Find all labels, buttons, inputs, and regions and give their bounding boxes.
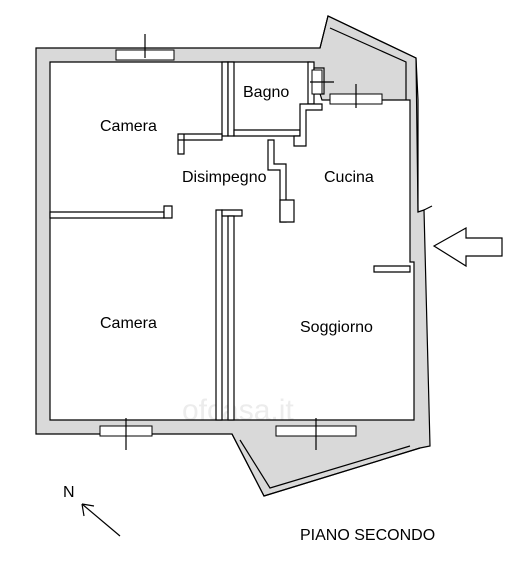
door-stub-bedroom-top-right bbox=[177, 133, 223, 155]
wall-bathroom-left bbox=[227, 61, 235, 137]
kitchen-niche-inner bbox=[329, 27, 407, 100]
door-stub-bedroom-top bbox=[163, 205, 173, 219]
north-arrow-icon bbox=[81, 503, 121, 537]
wall-living-stub bbox=[373, 265, 411, 273]
kitchen-window-jamb bbox=[417, 100, 433, 212]
room-label-disimpegno: Disimpegno bbox=[182, 169, 267, 186]
room-label-bagno: Bagno bbox=[243, 84, 289, 101]
room-label-cucina: Cucina bbox=[324, 169, 374, 186]
wall-kitchen-lower bbox=[279, 199, 295, 223]
wall-bedroom-top bbox=[49, 211, 165, 219]
room-label-camera-top: Camera bbox=[100, 118, 157, 135]
wall-bedroom-bottom-right bbox=[215, 209, 223, 421]
room-label-camera-bottom: Camera bbox=[100, 315, 157, 332]
kitchen-niche bbox=[319, 15, 419, 101]
room-label-soggiorno: Soggiorno bbox=[300, 319, 373, 336]
entrance-arrow-icon bbox=[432, 226, 503, 268]
door-stub-living bbox=[221, 209, 243, 217]
balcony bbox=[231, 433, 421, 497]
plan-title: PIANO SECONDO bbox=[300, 527, 435, 544]
compass-label: N bbox=[63, 484, 75, 501]
wall-bedroom-top-right bbox=[221, 61, 229, 137]
wall-kitchen-left bbox=[293, 103, 323, 147]
wall-living-left bbox=[227, 215, 235, 421]
wall-bathroom-bottom bbox=[233, 129, 301, 137]
